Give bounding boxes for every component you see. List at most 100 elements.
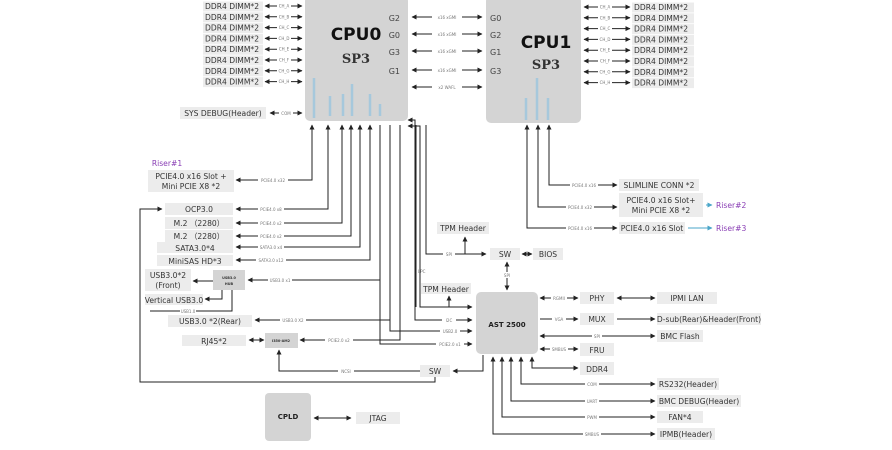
mux-link: VGA xyxy=(555,317,564,322)
slimline-label: SLIMLINE CONN *2 xyxy=(624,181,695,190)
cpu0-port-g2: G2 xyxy=(389,14,400,23)
minisas-box xyxy=(157,255,233,266)
dimm-label: DDR4 DIMM*2 xyxy=(205,56,259,65)
ncsi-link: NCSI xyxy=(341,369,351,374)
bmc-debug-box xyxy=(657,395,741,407)
rj45-link: PCIE2.0 x2 xyxy=(328,338,350,343)
mux-box xyxy=(580,313,614,325)
sata-label: SATA3.0*4 xyxy=(175,244,215,253)
xgmi-link-label: x16 xGMI xyxy=(438,15,457,20)
usb-front-line2: (Front) xyxy=(155,281,180,290)
riser1-line2: Mini PCIE X8 *2 xyxy=(162,182,221,191)
ipmi-lan-box xyxy=(657,292,717,304)
riser2-line2: Mini PCIE X8 *2 xyxy=(632,206,691,215)
fru-box xyxy=(580,343,614,356)
cpu1-dimm-row: CH_D DDR4 DIMM*2 xyxy=(583,34,694,45)
riser1-label: Riser#1 xyxy=(152,159,182,168)
dimm-box xyxy=(632,78,694,89)
usb-hub-line2: HUB xyxy=(225,282,234,286)
channel-label: CH_C xyxy=(279,25,290,30)
ocp-link: PCIE4.0 x8 xyxy=(260,207,282,212)
dimm-box xyxy=(632,13,694,24)
dimm-label: DDR4 DIMM*2 xyxy=(634,57,688,66)
bmc-chip xyxy=(476,292,538,354)
dimm-label: DDR4 DIMM*2 xyxy=(205,2,259,11)
dimm-label: DDR4 DIMM*2 xyxy=(634,68,688,77)
usb-rear-link: USB3.0 X2 xyxy=(282,318,304,323)
fan-box xyxy=(657,411,703,423)
riser1-line1: PCIE4.0 x16 Slot + xyxy=(155,172,226,181)
riser2-line1: PCIE4.0 x16 Slot+ xyxy=(627,196,696,205)
usb-hub-chip xyxy=(213,270,245,290)
tpm1-link: SPI xyxy=(446,252,452,257)
dimm-box xyxy=(632,24,694,35)
m2-a-label: M.2 （2280） xyxy=(174,219,225,228)
dimm-label: DDR4 DIMM*2 xyxy=(634,35,688,44)
jtag-label: JTAG xyxy=(368,414,386,423)
cpu1-title: CPU1 xyxy=(521,33,572,53)
spi-sw-box xyxy=(490,248,520,260)
riser2-link: PCIE4.0 x32 xyxy=(568,205,592,210)
cpu0-socket: SP3 xyxy=(342,52,370,67)
fru-label: FRU xyxy=(589,346,604,355)
tpm2-link: LPC xyxy=(418,269,426,274)
cpu0-dimm-row: DDR4 DIMM*2 CH_E xyxy=(203,44,303,55)
channel-label: CH_E xyxy=(279,47,290,52)
ipmi-lan-label: IPMI LAN xyxy=(670,294,703,303)
xgmi-links: x16 xGMI x16 xGMI x16 xGMI x16 xGMI x2 W… xyxy=(411,14,483,90)
rs232-label: RS232(Header) xyxy=(659,380,717,389)
phy-label: PHY xyxy=(590,294,605,303)
cpu1-chip xyxy=(486,0,581,123)
usb-rear-box xyxy=(168,315,252,327)
bmc-flash-box xyxy=(657,330,703,342)
fan-label: FAN*4 xyxy=(668,413,691,422)
ddr4-label: DDR4 xyxy=(586,365,608,374)
channel-label: CH_G xyxy=(600,69,611,74)
dimm-box xyxy=(203,55,263,66)
channel-label: CH_D xyxy=(279,36,290,41)
ipmb-label: IPMB(Header) xyxy=(660,430,712,439)
cpu1-port-g0: G0 xyxy=(490,14,501,23)
dimm-box xyxy=(632,34,694,45)
sata-box xyxy=(157,242,233,253)
channel-label: CH_D xyxy=(600,37,611,42)
slimline-box xyxy=(619,179,699,191)
dimm-label: DDR4 DIMM*2 xyxy=(205,78,259,87)
usb1-link: USB1.0 xyxy=(181,309,196,314)
bios-box xyxy=(533,248,563,260)
phy-box xyxy=(580,292,614,304)
dimm-box xyxy=(203,77,263,88)
tpm1-label: TPM Header xyxy=(439,224,487,233)
dimm-label: DDR4 DIMM*2 xyxy=(205,45,259,54)
xgmi-link-label: x16 xGMI xyxy=(438,49,457,54)
ipmb-link: SMBUS xyxy=(585,432,600,437)
channel-label: CH_H xyxy=(600,80,611,85)
cpu1-port-g1: G1 xyxy=(490,48,501,57)
minisas-label: MiniSAS HD*3 xyxy=(168,257,221,266)
bmc-input-i2c: I2C xyxy=(446,318,453,323)
riser3-label: PCIE4.0 x16 Slot xyxy=(621,224,684,233)
xgmi-link-label: x16 xGMI xyxy=(438,32,457,37)
m2-b-link: PCIE4.0 x2 xyxy=(260,234,282,239)
dimm-label: DDR4 DIMM*2 xyxy=(634,3,688,12)
riser2-box xyxy=(619,193,703,217)
dsub-box xyxy=(657,313,761,325)
channel-label: CH_A xyxy=(279,4,290,9)
tpm1-box xyxy=(437,222,489,234)
cpu0-dimm-row: DDR4 DIMM*2 CH_A xyxy=(203,1,303,12)
dimm-box xyxy=(203,66,263,77)
cpu0-port-g3: G3 xyxy=(389,48,400,57)
channel-label: CH_E xyxy=(600,48,611,53)
tpm2-label: TPM Header xyxy=(422,285,470,294)
vertical-usb-label: Vertical USB3.0 xyxy=(145,296,204,305)
ocp-label: OCP3.0 xyxy=(185,205,213,214)
dsub-label: D-sub(Rear)&Header(Front) xyxy=(657,315,761,324)
